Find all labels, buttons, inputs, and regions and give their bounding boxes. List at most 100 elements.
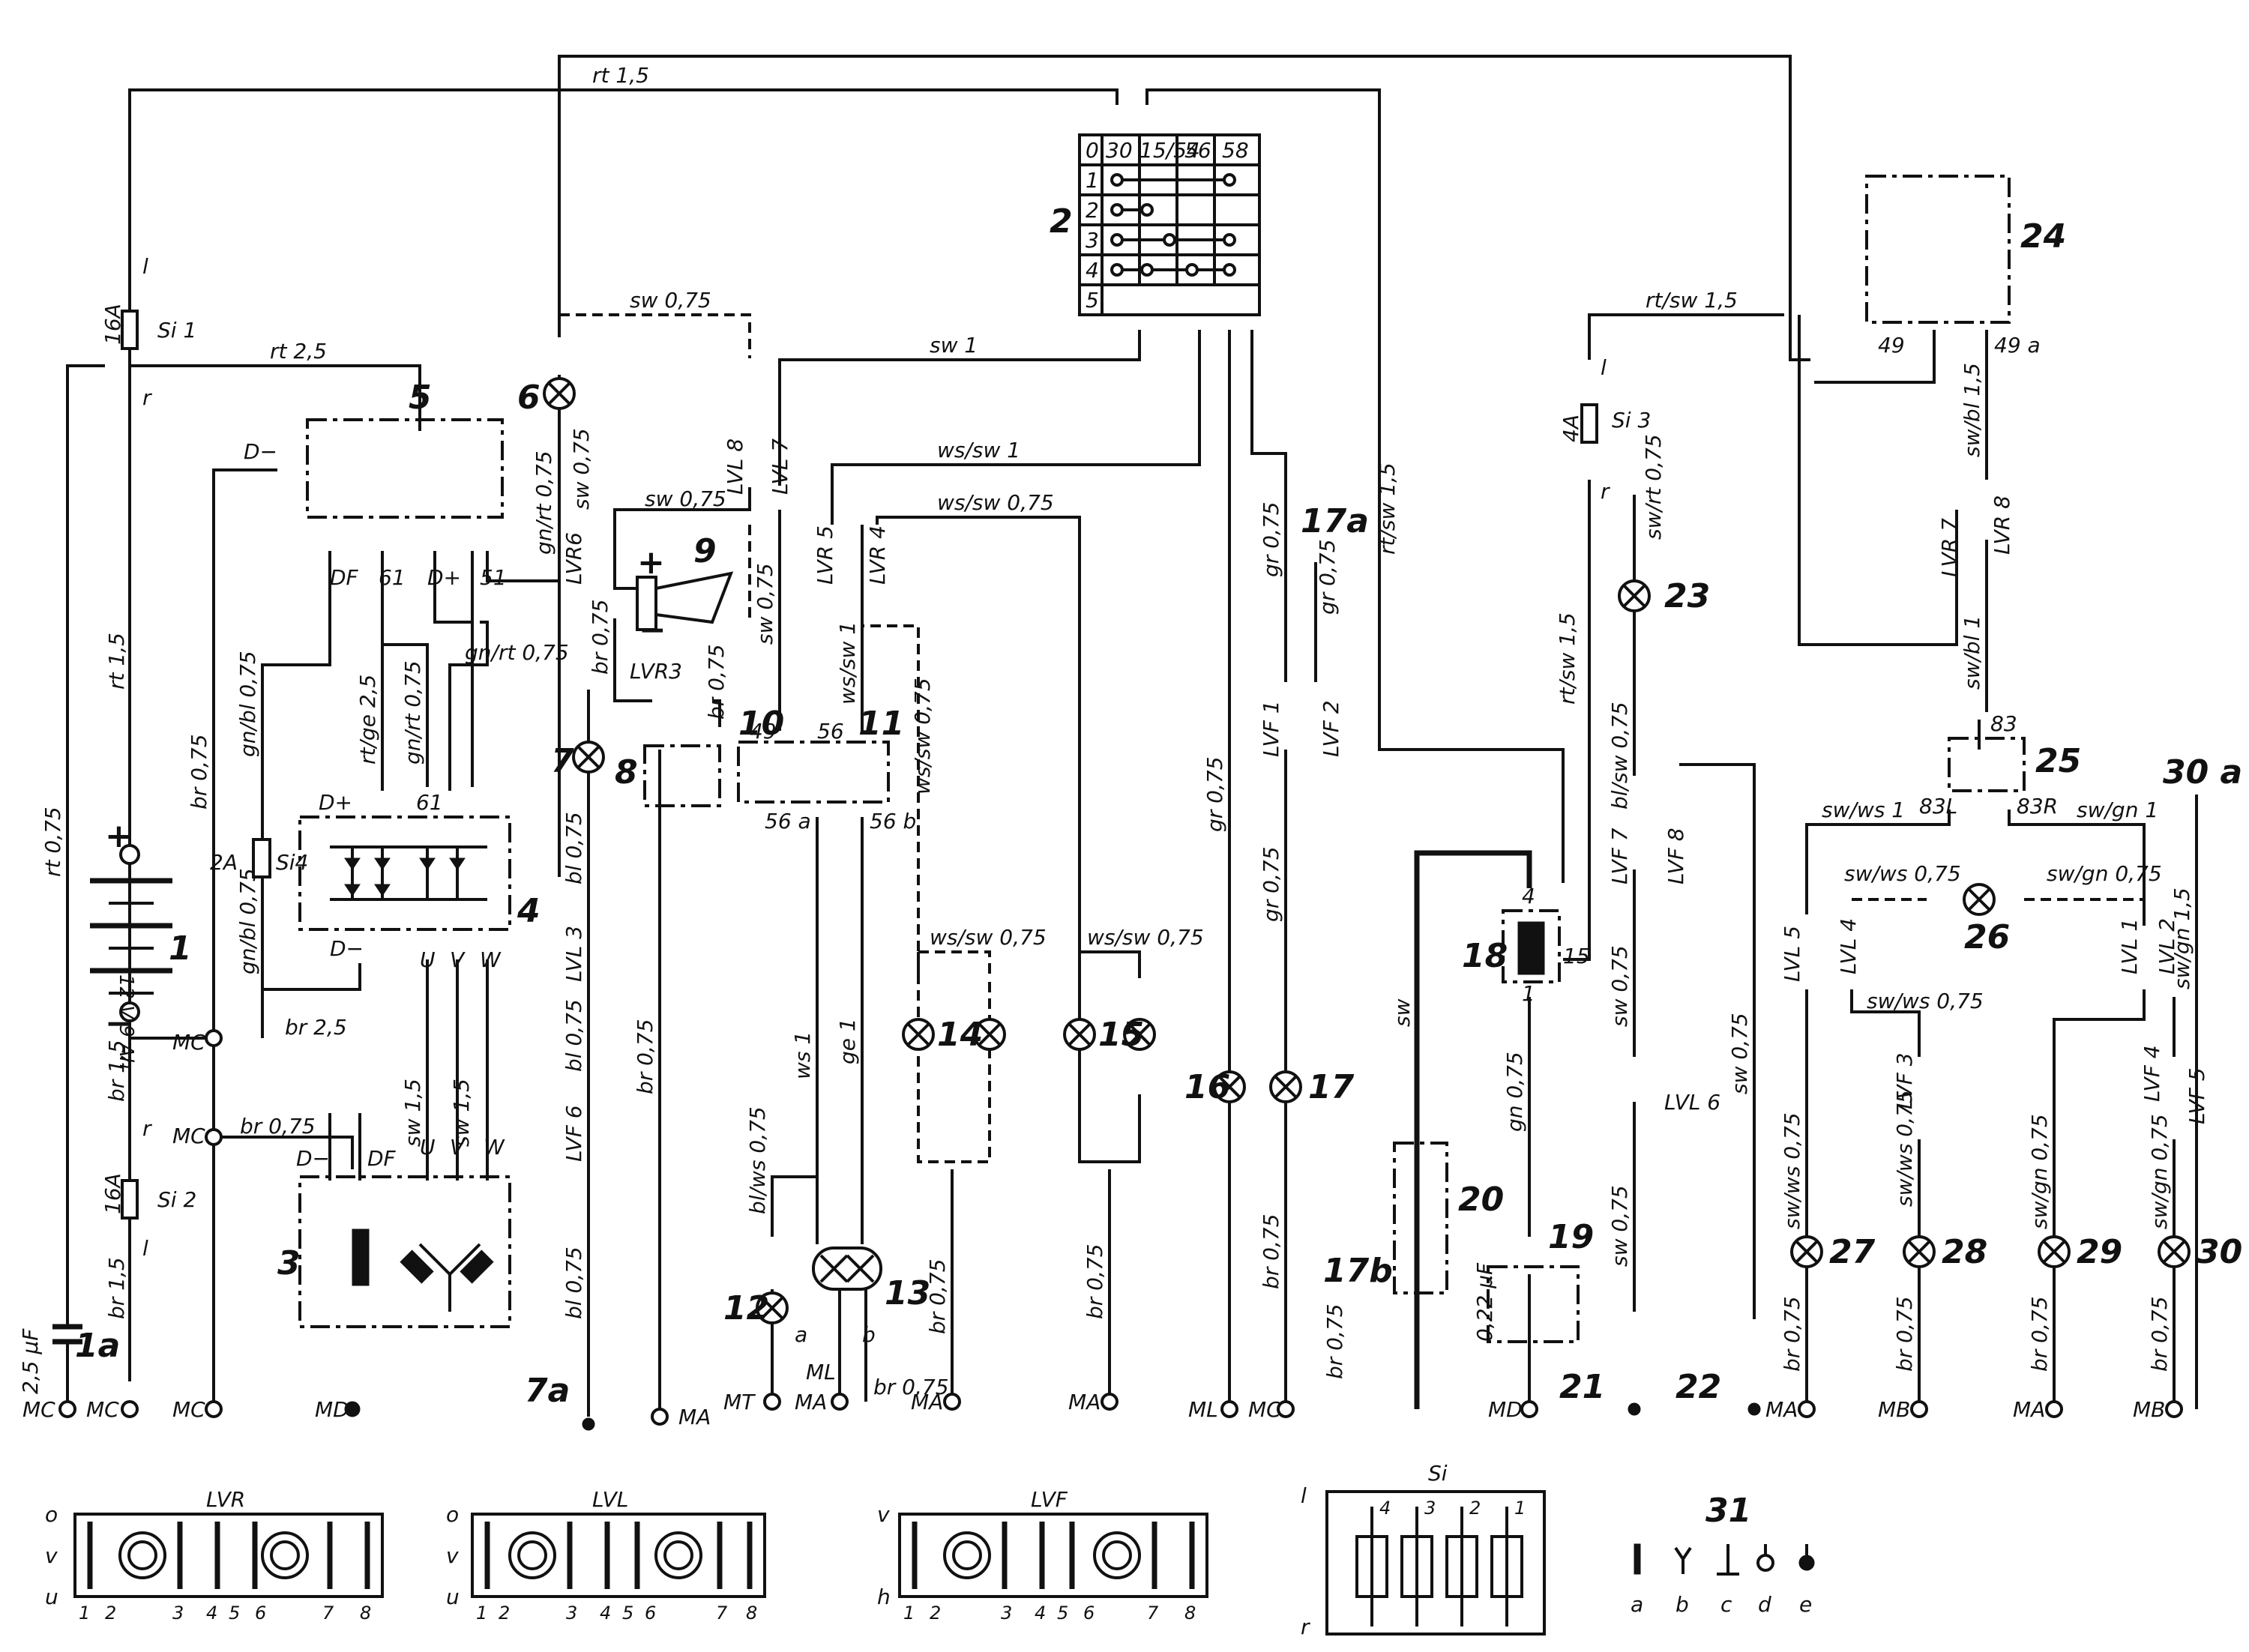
terminal-label: D+ xyxy=(319,790,352,815)
legend-LVL xyxy=(471,1513,766,1598)
strip-title-LVF: LVF xyxy=(1031,1487,1068,1512)
terminal-label: 15/54 xyxy=(1139,138,1200,163)
pin-number: 4 xyxy=(1035,1603,1046,1624)
plug-label: LVR 5 xyxy=(813,525,837,585)
label-11: 11 xyxy=(858,705,904,743)
terminal-label: DF xyxy=(367,1146,397,1171)
label-19: 19 xyxy=(1548,1218,1594,1256)
label-17a: 17a xyxy=(1301,502,1369,540)
wire-label: sw/gn 0,75 xyxy=(2047,861,2162,886)
wire-label: sw/ws 0,75 xyxy=(1867,989,1984,1013)
terminal-label: 2 xyxy=(1086,198,1099,223)
wire-label: br 0,75 xyxy=(925,1258,950,1334)
pin-number: 2 xyxy=(105,1603,116,1624)
pin-number: 5 xyxy=(1057,1603,1068,1624)
wire-label: gn 0,75 xyxy=(1502,1052,1527,1132)
Si-fuse-numbers: 4 3 2 1 xyxy=(1379,1498,1526,1519)
wire-label: 0,22 μF xyxy=(1472,1262,1497,1342)
terminal-label: 49 a xyxy=(1994,333,2041,358)
legend-Si xyxy=(1325,1490,1546,1636)
ground-label: MB xyxy=(1878,1397,1910,1422)
legend-strip-labels: LVR o v u LVL o v u LVF v h Si l r 1 2 3… xyxy=(45,1461,1812,1639)
terminal-label: 12 V 9 Ah xyxy=(115,974,137,1069)
lamp-14b xyxy=(973,1018,1006,1051)
plug-label: LVL 8 xyxy=(723,438,747,495)
terminal-label: l xyxy=(142,254,148,279)
terminal-label: W xyxy=(484,1135,505,1160)
wire-label: ws/sw 0,75 xyxy=(937,490,1054,515)
wire-label: sw/ws 0,75 xyxy=(1780,1112,1804,1229)
pin-number: 6 xyxy=(645,1603,656,1624)
label-29: 29 xyxy=(2077,1233,2122,1271)
ground-label: MC xyxy=(172,1397,205,1422)
pin-number: 4 xyxy=(600,1603,611,1624)
strip-side: u xyxy=(45,1585,58,1609)
wire-label: rt 2,5 xyxy=(270,339,327,364)
label-21: 21 xyxy=(1559,1368,1605,1406)
plug-label: LVR3 xyxy=(630,659,682,684)
symbol-letter: d xyxy=(1758,1592,1771,1617)
lamp-23 xyxy=(1618,579,1651,612)
plug-label: LVL 2 xyxy=(2155,918,2179,974)
wire-label: 2,5 μF xyxy=(18,1328,43,1394)
label-1: 1 xyxy=(169,929,192,968)
plug-label: LVR 7 xyxy=(1937,518,1962,577)
wire-label: sw/bl 1,5 xyxy=(1960,363,1984,457)
terminal-label: 16A xyxy=(100,1173,125,1214)
terminal-label: 49 xyxy=(1878,333,1905,358)
terminal-label: + xyxy=(105,817,133,855)
fuse-number: 1 xyxy=(1514,1498,1526,1519)
ground-label: MA xyxy=(795,1390,827,1414)
wire-label: br 0,75 xyxy=(240,1114,316,1139)
pin-number: 2 xyxy=(930,1603,941,1624)
ground-terminals xyxy=(58,1029,2183,1431)
wire-label: sw/gn 0,75 xyxy=(2027,1114,2052,1229)
wire-label: br 0,75 xyxy=(633,1019,657,1094)
symbol-legend-letters: a b c d e xyxy=(1631,1592,1812,1617)
label-15: 15 xyxy=(1098,1016,1144,1054)
wire-label: br 0,75 xyxy=(2147,1296,2172,1372)
terminal-label: l xyxy=(1601,355,1607,380)
plug-label: LVF 8 xyxy=(1664,827,1688,884)
ground-label: MC xyxy=(172,1124,205,1148)
pin-number: 3 xyxy=(172,1603,184,1624)
terminal-label: 49 xyxy=(750,719,777,744)
terminal-label: 83R xyxy=(2017,794,2058,819)
plug-label: LVL 7 xyxy=(768,438,792,495)
terminal-label: U xyxy=(420,1135,436,1160)
pin-number: 8 xyxy=(746,1603,757,1624)
ground-label: MA xyxy=(1765,1397,1798,1422)
label-30a: 30 a xyxy=(2163,753,2242,792)
label-3: 3 xyxy=(277,1244,301,1282)
lamp-7 xyxy=(572,741,605,774)
symbol-letter: a xyxy=(1631,1592,1643,1617)
wire-label: br 1,5 xyxy=(104,1040,129,1102)
wire-label: sw 1,5 xyxy=(449,1079,474,1147)
strip-side: v xyxy=(45,1543,58,1568)
fuse-number: 4 xyxy=(1379,1498,1391,1519)
strip-side: o xyxy=(446,1502,459,1527)
pin-number: 8 xyxy=(1184,1603,1196,1624)
ground-label: MA xyxy=(1068,1390,1101,1414)
wire-label: sw 0,75 xyxy=(630,288,711,313)
terminal-label: 56 xyxy=(1184,138,1211,163)
wire-label: sw/gn 1,5 xyxy=(2170,887,2194,989)
terminal-label: 83L xyxy=(1919,794,1957,819)
strip-side: v xyxy=(446,1543,459,1568)
terminal-label: − xyxy=(105,1004,133,1043)
terminal-label: b xyxy=(862,1322,876,1347)
lamp-14a xyxy=(902,1018,935,1051)
wire-label: rt/ge 2,5 xyxy=(355,675,380,765)
terminal-label: V xyxy=(450,1135,466,1160)
pin-number: 3 xyxy=(566,1603,577,1624)
ignition-switch-grid xyxy=(1080,135,1259,315)
label-16: 16 xyxy=(1184,1068,1230,1106)
rectifier-diodes xyxy=(330,845,487,901)
wire-label: sw 0,75 xyxy=(1727,1013,1752,1094)
label-4: 4 xyxy=(517,892,541,930)
ground-label: MC xyxy=(86,1397,119,1422)
label-18: 18 xyxy=(1462,937,1508,975)
strip-side: o xyxy=(45,1502,58,1527)
wire-label: ws/sw 1 xyxy=(937,438,1020,462)
label-31: 31 xyxy=(1705,1492,1751,1530)
